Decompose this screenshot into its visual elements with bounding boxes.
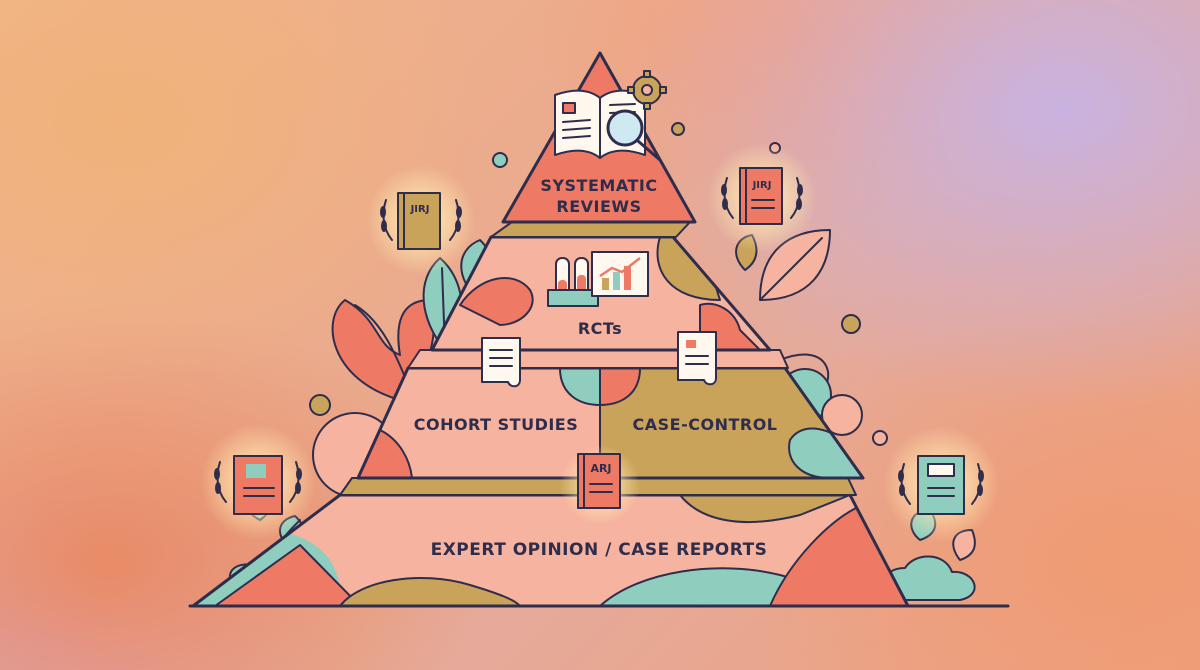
journal-badge-center: ARJ [560,445,640,525]
tier-label-case-control: CASE-CONTROL [633,415,778,434]
gear-icon [627,70,667,110]
tier-label-base: EXPERT OPINION / CASE REPORTS [431,540,768,560]
laurel-icon [214,461,302,503]
tier-third: COHORT STUDIES CASE-CONTROL [356,366,865,480]
chart-icon [591,251,649,297]
tier-label-rcts: RCTs [578,319,622,338]
scroll-icon [677,331,717,386]
tier-label-cohort-studies: COHORT STUDIES [414,415,579,434]
journal-badge-top-right: JIRJ [707,143,817,253]
laurel-icon [898,463,984,505]
journal-badge-top-left: JIRJ [366,165,476,275]
tier-label-reviews: REVIEWS [556,197,641,216]
journal-badge-bottom-left [200,424,316,540]
tier-label-systematic: SYSTEMATIC [540,176,657,195]
journal-badge-bottom-right [883,426,999,542]
tier-ledge [407,349,789,369]
magnifier-icon [606,109,662,162]
laurel-icon [721,177,803,219]
tier-ledge [490,221,691,238]
journal-title: ARJ [590,462,611,475]
journal-title: JIRJ [752,180,772,191]
test-tubes-icon [547,257,599,307]
laurel-icon [380,199,462,241]
scroll-icon [481,337,521,388]
journal-title: JIRJ [410,204,430,215]
